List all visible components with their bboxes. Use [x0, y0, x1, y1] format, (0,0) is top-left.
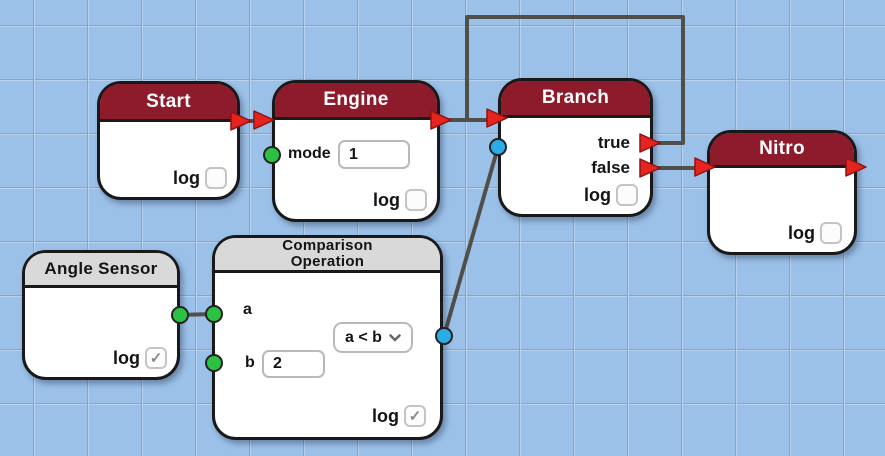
comparison-operator-select[interactable]: a < b — [333, 322, 413, 353]
node-comparison-title-line2: Operation — [290, 253, 365, 270]
node-nitro[interactable]: Nitro log — [707, 130, 857, 255]
wire-comparison-to-branch-condition[interactable] — [442, 146, 500, 337]
chevron-down-icon — [389, 333, 401, 341]
angle-sensor-log-row: log ✓ — [113, 347, 167, 369]
wire-branch-true-loop[interactable] — [465, 15, 685, 145]
node-start-title: Start — [146, 90, 191, 112]
comparison-operator-value: a < b — [345, 328, 382, 346]
comparison-b-row: b — [245, 354, 255, 372]
branch-condition-port-icon[interactable] — [489, 138, 507, 156]
nitro-log-checkbox[interactable] — [820, 222, 842, 244]
engine-mode-label: mode — [288, 145, 331, 162]
engine-mode-input[interactable] — [338, 140, 410, 169]
comparison-output-port-icon[interactable] — [435, 327, 453, 345]
node-nitro-title: Nitro — [759, 138, 805, 159]
comparison-b-input[interactable] — [262, 350, 325, 378]
branch-false-arrow-icon[interactable] — [638, 158, 662, 178]
angle-sensor-log-checkbox[interactable]: ✓ — [145, 347, 167, 369]
nitro-output-arrow-icon[interactable] — [844, 157, 868, 177]
engine-log-row: log — [373, 189, 427, 211]
node-angle-sensor[interactable]: Angle Sensor log ✓ — [22, 250, 180, 380]
node-angle-sensor-header[interactable]: Angle Sensor — [25, 253, 177, 288]
node-branch-title: Branch — [541, 87, 610, 108]
nitro-log-label: log — [788, 222, 815, 243]
engine-output-arrow-icon[interactable] — [429, 110, 453, 130]
node-angle-sensor-title: Angle Sensor — [44, 259, 158, 278]
node-start[interactable]: Start log — [97, 81, 240, 200]
start-log-label: log — [173, 167, 200, 188]
start-log-checkbox[interactable] — [205, 167, 227, 189]
branch-input-arrow-icon[interactable] — [485, 108, 509, 128]
node-engine[interactable]: Engine mode log — [272, 80, 440, 222]
angle-sensor-log-checkmark: ✓ — [149, 349, 163, 367]
node-branch[interactable]: Branch true false log — [498, 78, 653, 217]
comparison-b-label: b — [245, 354, 255, 371]
comparison-a-port-icon[interactable] — [205, 305, 223, 323]
nitro-log-row: log — [788, 222, 842, 244]
comparison-log-label: log — [372, 405, 399, 426]
node-engine-title: Engine — [323, 89, 389, 110]
comparison-log-checkmark: ✓ — [408, 407, 422, 425]
branch-true-label: true — [597, 133, 630, 152]
node-comparison-operation[interactable]: Comparison Operation a b a < b log ✓ — [212, 235, 443, 440]
comparison-a-row: a — [243, 301, 252, 319]
branch-log-checkbox[interactable] — [616, 184, 638, 206]
comparison-b-port-icon[interactable] — [205, 354, 223, 372]
node-comparison-title-line1: Comparison — [282, 237, 373, 255]
engine-log-checkbox[interactable] — [405, 189, 427, 211]
node-engine-header[interactable]: Engine — [275, 83, 437, 120]
start-output-arrow-icon[interactable] — [229, 111, 253, 131]
engine-log-label: log — [373, 189, 400, 210]
engine-mode-port-icon[interactable] — [263, 146, 281, 164]
node-start-header[interactable]: Start — [100, 84, 237, 122]
branch-false-label: false — [591, 158, 630, 177]
angle-sensor-output-port-icon[interactable] — [171, 306, 189, 324]
comparison-log-row: log ✓ — [372, 405, 426, 427]
start-log-row: log — [173, 167, 227, 189]
comparison-log-checkbox[interactable]: ✓ — [404, 405, 426, 427]
node-nitro-header[interactable]: Nitro — [710, 133, 854, 168]
branch-true-arrow-icon[interactable] — [638, 133, 662, 153]
comparison-a-label: a — [243, 301, 252, 318]
branch-log-row: log — [584, 184, 638, 206]
node-comparison-header[interactable]: Comparison Operation — [215, 238, 440, 273]
nitro-input-arrow-icon[interactable] — [693, 157, 717, 177]
angle-sensor-log-label: log — [113, 347, 140, 368]
engine-input-arrow-icon[interactable] — [252, 110, 276, 130]
node-branch-header[interactable]: Branch — [501, 81, 650, 118]
engine-mode-row: mode — [288, 145, 331, 163]
branch-log-label: log — [584, 184, 611, 205]
